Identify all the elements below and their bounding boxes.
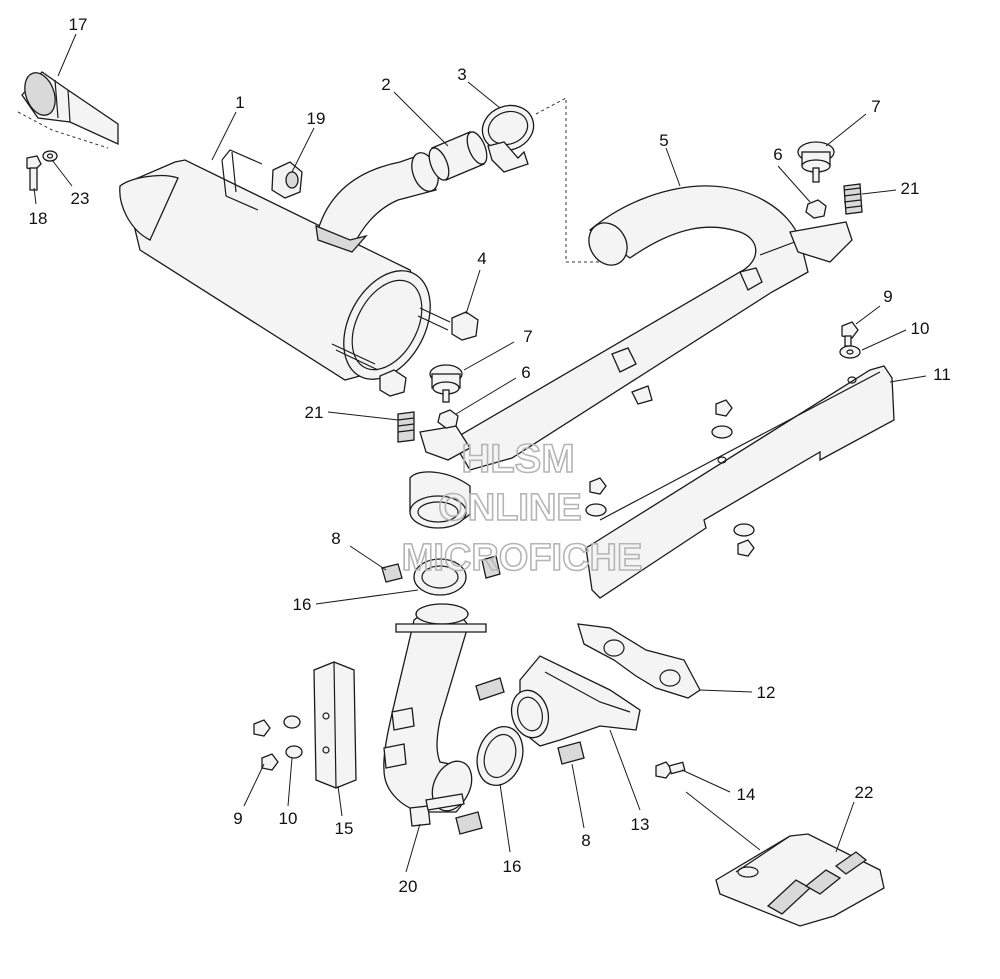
callout-3: 3 xyxy=(457,65,466,84)
watermark-line-3: MICROFICHE xyxy=(402,537,643,579)
spring-manifold-upper[interactable] xyxy=(475,677,505,701)
callout-13: 13 xyxy=(631,815,650,834)
part-17-tailpipe-tip[interactable] xyxy=(19,69,119,146)
part-12-manifold-gasket[interactable] xyxy=(577,623,701,699)
part-16-gasket-upper[interactable] xyxy=(413,558,467,596)
callout-9-upper: 9 xyxy=(883,287,892,306)
callout-8-lower: 8 xyxy=(581,831,590,850)
spring-pipe-lower[interactable] xyxy=(455,811,483,835)
callout-20: 20 xyxy=(399,877,418,896)
callout-11: 11 xyxy=(933,365,951,384)
callout-7-lower: 7 xyxy=(523,327,532,346)
spring-manifold-lower[interactable] xyxy=(557,741,585,765)
muffler-inlet-pipe[interactable] xyxy=(315,149,443,253)
part-10-washer-shield-a[interactable] xyxy=(711,425,733,439)
callout-12: 12 xyxy=(757,683,776,702)
callout-7-upper: 7 xyxy=(871,97,880,116)
callout-16-lower: 16 xyxy=(503,857,522,876)
part-9-bolt-shield-c[interactable] xyxy=(733,523,755,557)
part-19-grommet[interactable] xyxy=(271,161,303,199)
part-21-spring-lower[interactable] xyxy=(397,411,415,443)
part-2-sleeve[interactable] xyxy=(425,129,491,183)
part-23-washer[interactable] xyxy=(42,150,58,162)
part-20-front-pipe[interactable] xyxy=(383,603,487,827)
part-18-bolt[interactable] xyxy=(26,155,42,191)
part-6-nut-upper[interactable] xyxy=(805,199,827,219)
part-16-gasket-lower[interactable] xyxy=(470,721,530,792)
callout-17: 17 xyxy=(69,15,88,34)
watermark-line-1: HLSM xyxy=(461,437,574,481)
watermark-line-2: ONLINE xyxy=(438,487,582,529)
part-9-bolt-shield-a[interactable] xyxy=(715,399,733,417)
part-9-bolt-upper[interactable] xyxy=(841,321,859,347)
watermark: HLSM ONLINE MICROFICHE xyxy=(401,436,643,580)
part-4-grommet[interactable] xyxy=(451,311,479,341)
callout-21-upper: 21 xyxy=(901,179,920,198)
callout-21-lower: 21 xyxy=(305,403,324,422)
callout-10-lower: 10 xyxy=(279,809,298,828)
part-14-bolt[interactable] xyxy=(655,761,686,779)
part-7-mount-lower[interactable] xyxy=(429,364,463,403)
part-5-header-pipe[interactable] xyxy=(409,185,853,529)
callout-15: 15 xyxy=(335,819,354,838)
callout-1: 1 xyxy=(235,93,244,112)
part-10-washer-lower-a[interactable] xyxy=(283,715,301,729)
part-7-mount-upper[interactable] xyxy=(797,141,835,183)
leader-lines xyxy=(33,33,927,873)
callout-4: 4 xyxy=(477,249,486,268)
callout-8-upper: 8 xyxy=(331,529,340,548)
callout-6-upper: 6 xyxy=(773,145,782,164)
callout-14: 14 xyxy=(737,785,756,804)
part-13-manifold[interactable] xyxy=(506,655,641,747)
part-9-bolt-lower-b[interactable] xyxy=(261,753,279,771)
part-15-heat-shield[interactable] xyxy=(313,661,357,789)
part-1-muffler[interactable] xyxy=(119,149,451,394)
part-9-bolt-lower-a[interactable] xyxy=(253,719,271,737)
callout-6-lower: 6 xyxy=(521,363,530,382)
callout-16-upper: 16 xyxy=(293,595,312,614)
part-8-spring-left[interactable] xyxy=(381,563,403,583)
part-3-clamp[interactable] xyxy=(476,98,540,173)
callout-18: 18 xyxy=(29,209,48,228)
part-11-heat-shield[interactable] xyxy=(585,365,895,599)
part-10-washer-shield-b[interactable] xyxy=(585,503,607,517)
callout-22: 22 xyxy=(855,783,874,802)
callout-9-lower: 9 xyxy=(233,809,242,828)
part-21-spring-upper[interactable] xyxy=(843,183,863,215)
part-9-bolt-shield-b[interactable] xyxy=(589,477,607,495)
callout-2: 2 xyxy=(381,75,390,94)
part-6-nut-lower[interactable] xyxy=(437,409,459,429)
part-10-washer-lower-b[interactable] xyxy=(285,745,303,759)
callout-19: 19 xyxy=(307,109,326,128)
callouts: 17 1 19 2 3 18 23 5 7 6 21 4 9 10 11 7 6… xyxy=(29,15,951,896)
part-8-spring-right[interactable] xyxy=(481,555,501,579)
part-10-washer-upper[interactable] xyxy=(839,345,861,359)
part-4-grommet-lower[interactable] xyxy=(379,369,407,397)
callout-23: 23 xyxy=(71,189,90,208)
callout-5: 5 xyxy=(659,131,668,150)
callout-10-upper: 10 xyxy=(911,319,930,338)
part-22-skid-plate[interactable] xyxy=(715,833,885,927)
